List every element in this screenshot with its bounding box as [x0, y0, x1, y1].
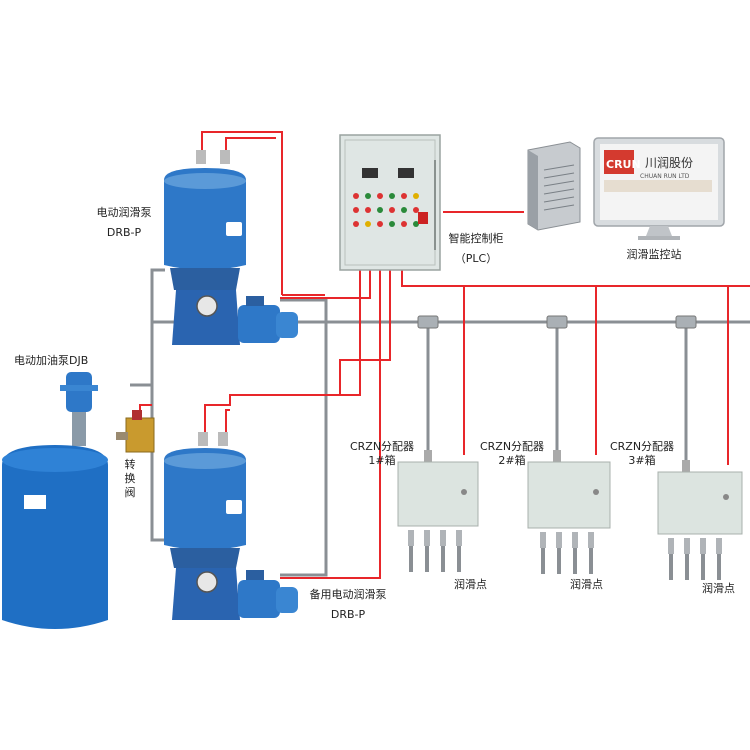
distributor-3-name: CRZN分配器: [609, 440, 675, 453]
filler-pump-name: 电动加油泵DJB: [14, 354, 89, 367]
monitor-logo: CRUN: [606, 158, 641, 171]
filler-pump-label: 电动加油泵DJB: [14, 354, 88, 368]
pipe-tees: [417, 315, 697, 329]
pump-top-label: 电动润滑泵 DRB-P: [84, 206, 164, 240]
distributor-1-label: CRZN分配器 1#箱: [344, 440, 420, 468]
valve-char-2: 换: [124, 472, 136, 485]
lube-pump-top: [164, 150, 298, 345]
station-name: 润滑监控站: [626, 248, 682, 261]
distributor-2-box: 2#箱: [498, 454, 526, 467]
pump-top-name: 电动润滑泵: [96, 206, 152, 219]
plc-indicator-lights: [353, 193, 419, 227]
distributor-2-label: CRZN分配器 2#箱: [474, 440, 550, 468]
monitor-brand-sub: CHUAN RUN LTD: [640, 173, 690, 180]
changeover-valve: [116, 410, 155, 453]
distributor-2-name: CRZN分配器: [479, 440, 545, 453]
valve-char-1: 转: [124, 458, 136, 471]
monitor-brand-cn: 川润股份: [645, 156, 693, 170]
monitor: [593, 137, 725, 240]
pump-bottom-label: 备用电动润滑泵 DRB-P: [300, 588, 396, 622]
plc-label: 智能控制柜 （PLC）: [438, 232, 514, 266]
distributor-1-box: 1#箱: [368, 454, 396, 467]
station-label: 润滑监控站: [608, 248, 700, 262]
lube-point-label-2: 润滑点: [570, 578, 603, 591]
distributor-3-box: 3#箱: [628, 454, 656, 467]
distributor-box-3: [657, 460, 743, 580]
distributor-1-name: CRZN分配器: [349, 440, 415, 453]
plc-name: 智能控制柜: [448, 232, 504, 245]
computer-tower: [527, 141, 581, 231]
distributor-3-label: CRZN分配器 3#箱: [604, 440, 680, 468]
plc-cabinet: [339, 134, 441, 271]
pump-bottom-name: 备用电动润滑泵: [309, 588, 387, 601]
lube-point-label-1: 润滑点: [454, 578, 487, 591]
valve-char-3: 阀: [124, 486, 136, 499]
lube-point-label-3: 润滑点: [702, 582, 735, 595]
filler-pump-tank: [2, 372, 108, 629]
pump-bottom-model: DRB-P: [330, 608, 366, 621]
distributor-box-1: [397, 450, 479, 572]
pump-top-model: DRB-P: [106, 226, 142, 239]
distributor-box-2: [527, 450, 611, 574]
valve-label: 转 换 阀: [122, 458, 138, 500]
plc-sub: （PLC）: [454, 252, 498, 265]
lube-pump-bottom: [164, 432, 298, 620]
